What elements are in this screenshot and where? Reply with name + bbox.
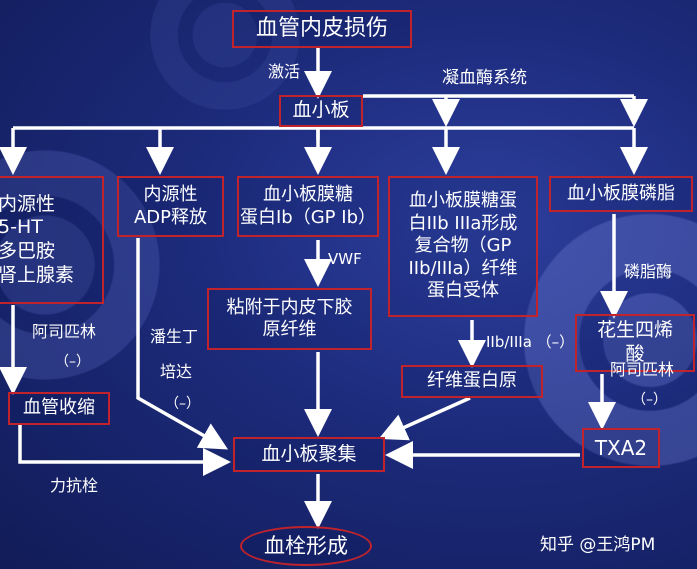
node-aggregation-text: 血小板聚集 [261,442,357,465]
node-endo-line: 多巴胺 [0,240,56,262]
node-gpib: 血小板膜糖 蛋白Ib（GP Ib） [237,176,379,237]
node-gpib-line: 血小板膜糖 [263,184,353,205]
label-antithrombotic: 力抗栓 [50,476,99,495]
node-gp2b3a-line: 复合物（GP [414,235,512,257]
node-vasoconstriction: 血管收缩 [8,392,110,425]
node-arachidonic-line: 酸 [625,343,645,365]
node-phospholipid-text: 血小板膜磷脂 [567,182,675,204]
node-platelet-text: 血小板 [292,99,350,122]
node-endogenous-amines: 内源性 5-HT 多巴胺 肾上腺素 [0,176,104,304]
label-gp-inhibitor: IIb/IIIa （–） [486,333,575,351]
node-txa2-text: TXA2 [594,435,648,460]
node-gp2b3a-line: 白IIb IIIa形成 [408,212,518,234]
node-endo-line: 5-HT [0,216,43,239]
node-vasocon-text: 血管收缩 [23,397,95,419]
line-vasocon-aggregation [18,425,231,476]
node-membrane-phospholipid: 血小板膜磷脂 [549,176,693,212]
label-inhibit-left: （–） [55,354,90,370]
arrow-fibrinogen-aggregation [378,396,471,441]
node-endogenous-adp: 内源性 ADP释放 [117,176,224,237]
label-phospholipase: 磷脂酶 [624,262,673,281]
node-adp-line: 内源性 [143,184,198,205]
node-adhesion: 粘附于内皮下胶 原纤维 [207,288,372,350]
node-vascular-injury: 血管内皮损伤 [232,10,412,48]
label-vwf: VWF [328,250,362,268]
label-aspirin-right: 阿司匹林 [610,360,675,379]
node-adp-line: ADP释放 [133,206,208,228]
node-gp2b3a-line: IIb/IIIa）纤维 [408,257,518,279]
label-dipyridamole-2: 培达 [160,362,193,381]
node-fibrinogen-text: 纤维蛋白原 [427,370,517,392]
node-gpib-line: 蛋白Ib（GP Ib） [240,206,376,228]
label-dipyridamole: 潘生丁 [150,327,199,346]
node-adhesion-line: 粘附于内皮下胶 [226,296,353,318]
node-gp2b3a-line: 血小板膜糖蛋 [409,190,517,212]
node-platelet-aggregation: 血小板聚集 [233,437,385,472]
node-endo-line: 内源性 [0,192,56,215]
node-adhesion-line: 原纤维 [262,319,317,340]
watermark: 知乎 @王鸿PM [540,535,656,555]
label-inhibit-mid: （–） [165,396,200,412]
node-thrombus: 血栓形成 [240,526,372,566]
node-fibrinogen: 纤维蛋白原 [401,365,543,398]
label-coagulation-system: 凝血酶系统 [442,68,527,88]
label-inhibit-right: （–） [632,392,667,408]
label-aspirin-left: 阿司匹林 [32,322,97,341]
label-activate: 激活 [268,62,301,81]
node-arachidonic-acid: 花生四烯 酸 [575,314,695,372]
node-vascular-injury-text: 血管内皮损伤 [255,16,388,42]
node-gp2b3a-line: 蛋白受体 [427,280,499,302]
node-txa2: TXA2 [582,428,660,468]
line-adp-aggregation [136,238,229,450]
node-arachidonic-line: 花生四烯 [596,319,673,342]
node-gp2b3a: 血小板膜糖蛋 白IIb IIIa形成 复合物（GP IIb/IIIa）纤维 蛋白… [388,176,538,317]
node-thrombus-text: 血栓形成 [264,533,348,558]
node-endo-line: 肾上腺素 [0,263,75,286]
node-platelet: 血小板 [279,95,363,127]
